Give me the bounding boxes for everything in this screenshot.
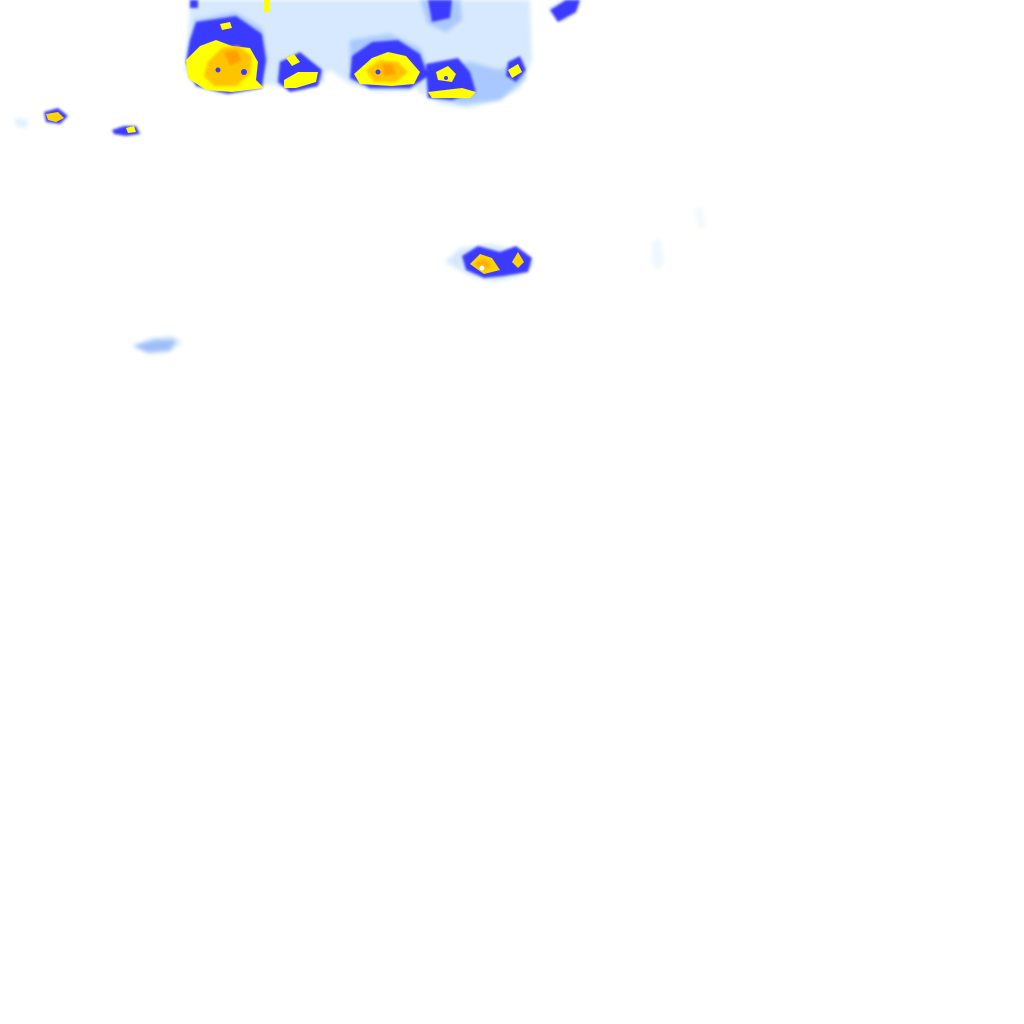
gap-1 [241, 69, 247, 75]
intense-cell-a [204, 46, 252, 86]
heavy-cell-west-1 [46, 112, 64, 122]
moderate-cell-northeast [550, 0, 580, 22]
heavy-cell-f [436, 66, 456, 82]
intense-cell-e [474, 258, 492, 270]
heavy-cell-c [284, 72, 318, 88]
heavy-cell-g [508, 64, 522, 78]
trace-cell-east-faint [652, 238, 664, 272]
intense-precip-layer [204, 46, 492, 270]
gap-3 [375, 69, 381, 75]
moderate-cell-top-strip [190, 0, 198, 8]
precip-gaps [215, 67, 485, 271]
trace-cell-west-1 [15, 118, 28, 128]
moderate-cell-west-2 [112, 126, 140, 136]
intense-cell-c [224, 50, 242, 66]
intense-cell-d [382, 64, 396, 76]
heavy-cell-i [220, 22, 232, 30]
gap-4 [444, 76, 448, 80]
heavy-cell-e [428, 88, 476, 98]
gap-2 [215, 67, 221, 73]
trace-cell-east-faint-2 [694, 206, 706, 228]
heavy-cell-h [264, 0, 270, 12]
heavy-cell-mid-b [512, 252, 524, 268]
heavy-cell-west-2 [126, 126, 136, 133]
gap-5 [479, 265, 485, 271]
heavy-cell-d [286, 54, 300, 66]
light-cell-f [134, 340, 176, 352]
moderate-cell-top-mid [428, 0, 452, 22]
